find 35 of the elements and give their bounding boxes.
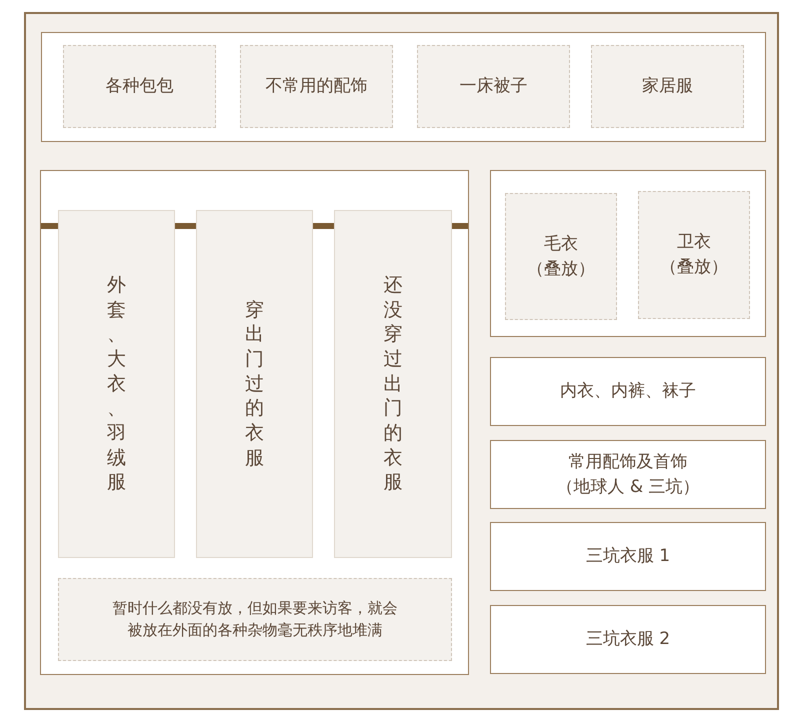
hanging-clothes-section bbox=[334, 210, 452, 558]
compartment-label: 各种包包 bbox=[106, 75, 174, 98]
compartment-label: 还没穿过出门的衣服 bbox=[383, 272, 403, 496]
drawer-compartment bbox=[490, 357, 766, 426]
storage-bin bbox=[505, 193, 617, 320]
compartment-label: 穿出门过的衣服 bbox=[244, 298, 264, 470]
compartment-label: 三坑衣服 2 bbox=[586, 628, 670, 652]
storage-bin bbox=[417, 45, 570, 128]
hanging-compartment bbox=[40, 170, 469, 675]
shelf-compartment bbox=[41, 32, 766, 142]
compartment-label: 一床被子 bbox=[460, 75, 528, 98]
compartment-label: 内衣、内裤、袜子 bbox=[560, 380, 696, 404]
compartment-label: 外套、大衣、羽绒服 bbox=[106, 272, 126, 496]
shelf-compartment bbox=[490, 170, 766, 337]
compartment-label: 家居服 bbox=[642, 75, 693, 98]
hanging-clothes-section bbox=[196, 210, 313, 558]
compartment-label: （叠放） bbox=[660, 256, 728, 279]
storage-bin bbox=[591, 45, 744, 128]
compartment-label: 不常用的配饰 bbox=[266, 75, 368, 98]
wardrobe-frame bbox=[24, 12, 779, 710]
note-text: 暂时什么都没有放，但如果要来访客，就会被放在外面的各种杂物毫无秩序地堆满 bbox=[112, 598, 398, 640]
compartment-label: （叠放） bbox=[527, 258, 595, 280]
storage-bin bbox=[63, 45, 216, 128]
hanging-clothes-section bbox=[58, 210, 175, 558]
note-box bbox=[58, 578, 452, 661]
compartment-label: 常用配饰及首饰 bbox=[568, 450, 688, 474]
compartment-label: 毛衣 bbox=[544, 232, 578, 256]
compartment-label: （地球人 & 三坑） bbox=[556, 476, 700, 498]
drawer-compartment bbox=[490, 605, 766, 674]
drawer-compartment bbox=[490, 522, 766, 591]
compartment-label: 三坑衣服 1 bbox=[586, 545, 670, 568]
storage-bin bbox=[638, 191, 750, 319]
storage-bin bbox=[240, 45, 393, 128]
compartment-label: 卫衣 bbox=[677, 231, 711, 254]
drawer-compartment bbox=[490, 440, 766, 509]
